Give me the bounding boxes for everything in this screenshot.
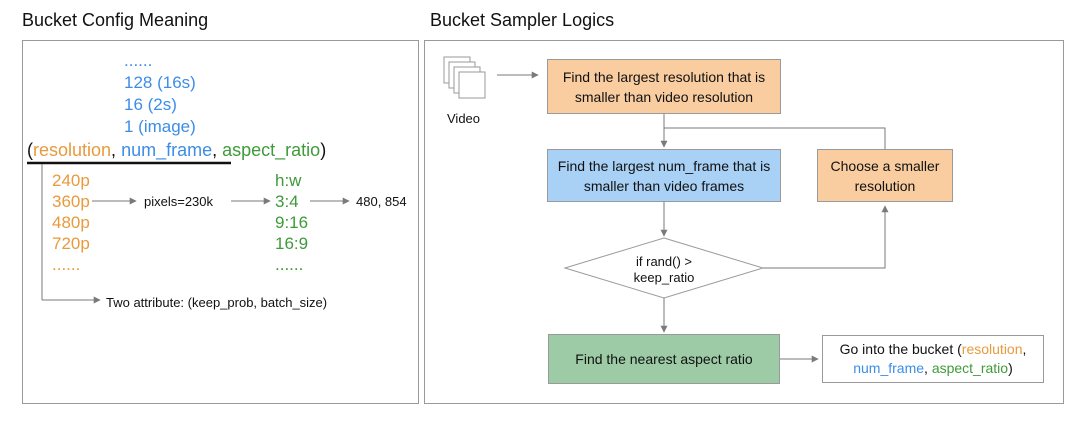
find-resolution-line-1: Find the largest resolution that is: [562, 68, 766, 85]
resolution-720p: 720p: [52, 234, 90, 253]
left-panel-title: Bucket Config Meaning: [22, 10, 209, 30]
frame-option-128: 128 (16s): [124, 73, 196, 92]
video-stack-icon: [443, 56, 486, 99]
decision-label: if rand() > keep_ratio: [604, 254, 724, 286]
find-num-frame-box: Find the largest num_frame that is small…: [547, 149, 781, 202]
tuple-close: ): [320, 140, 327, 160]
tuple-sep-1: ,: [111, 140, 122, 160]
resolution-ellipsis: ......: [52, 255, 81, 274]
bucket-num-frame: num_frame: [853, 360, 925, 376]
video-label: Video: [447, 111, 481, 126]
tuple-sep-2: ,: [212, 140, 223, 160]
result-label: 480, 854: [356, 194, 407, 209]
decision-to-smaller-arrow: [763, 205, 889, 269]
bucket-comma-2: ,: [924, 360, 932, 376]
resolution-360p: 360p: [52, 192, 90, 211]
choose-smaller-box: Choose a smaller resolution: [817, 149, 953, 202]
bucket-resolution: resolution: [961, 341, 1023, 357]
bucket-box: Go into the bucket (resolution, num_fram…: [822, 335, 1044, 383]
bucket-comma-1: ,: [1022, 341, 1027, 357]
tuple-aspect-ratio: aspect_ratio: [222, 140, 321, 160]
find-resolution-box: Find the largest resolution that is smal…: [547, 59, 781, 114]
frame-option-1: 1 (image): [124, 117, 196, 136]
attribute-label: Two attribute: (keep_prob, batch_size): [106, 295, 328, 310]
frame-option-16: 16 (2s): [124, 95, 177, 114]
resolution-480p: 480p: [52, 213, 90, 232]
choose-smaller-line-2: resolution: [854, 177, 916, 194]
ratio-header: h:w: [275, 171, 302, 190]
find-num-frame-line-2: smaller than video frames: [583, 177, 745, 194]
right-panel-title: Bucket Sampler Logics: [430, 10, 615, 30]
bucket-aspect-ratio: aspect_ratio: [931, 360, 1009, 376]
pixels-label: pixels=230k: [144, 194, 214, 209]
bucket-tuple: (resolution, num_frame, aspect_ratio): [27, 141, 326, 159]
resolution-240p: 240p: [52, 171, 90, 190]
find-num-frame-line-1: Find the largest num_frame that is: [557, 157, 771, 174]
bucket-close: ): [1008, 360, 1013, 376]
choose-smaller-line-1: Choose a smaller: [830, 157, 940, 174]
tuple-resolution: resolution: [33, 140, 112, 160]
find-resolution-line-2: smaller than video resolution: [574, 88, 754, 105]
smaller-to-flow-connector: [664, 127, 886, 149]
ratio-16-9: 16:9: [275, 234, 309, 253]
decision-line-1: if rand() >: [636, 254, 692, 269]
frame-option-ellipsis: ......: [124, 51, 153, 70]
find-aspect-box: Find the nearest aspect ratio: [548, 334, 780, 384]
right-panel: [424, 40, 1064, 404]
tuple-num-frame: num_frame: [121, 140, 213, 160]
ratio-ellipsis: ......: [275, 255, 304, 274]
ratio-9-16: 9:16: [275, 213, 309, 232]
ratio-3-4: 3:4: [275, 192, 299, 211]
tuple-open: (: [27, 140, 33, 160]
left-panel: [22, 40, 419, 404]
decision-line-2: keep_ratio: [633, 270, 695, 285]
find-aspect-label: Find the nearest aspect ratio: [575, 351, 753, 367]
bucket-prefix: Go into the bucket (: [839, 341, 962, 357]
